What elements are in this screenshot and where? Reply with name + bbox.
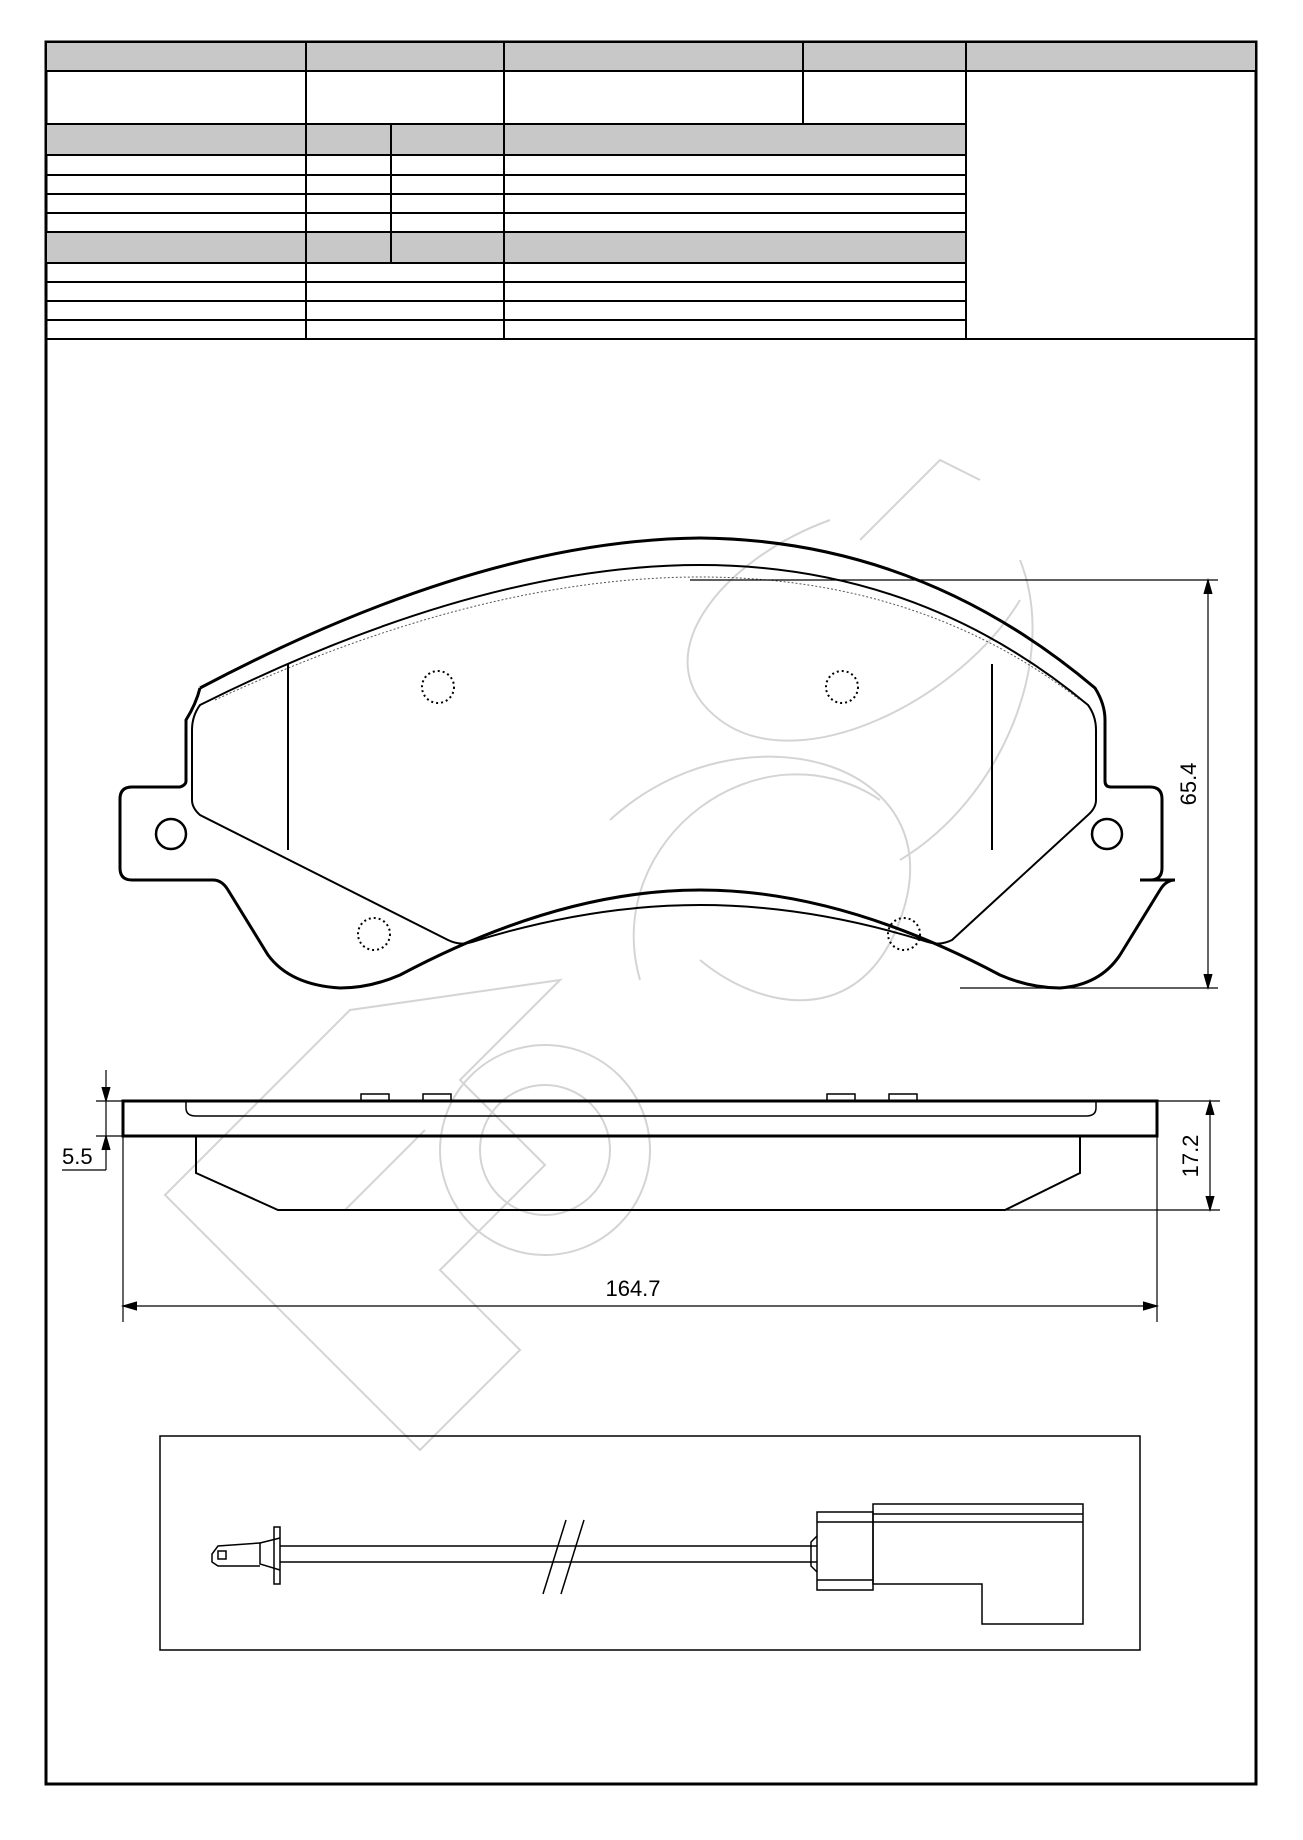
friction-material [191,563,1097,945]
sensor-wire [280,1519,817,1595]
brake-pad-front-view [118,536,1176,990]
brake-pad-side-view [121,1093,1159,1211]
dimension-backplate-label: 5.5 [62,1144,93,1169]
backing-plate-outline [118,687,1176,990]
table-header-row [45,41,1257,72]
mounting-hole-left [154,817,188,851]
title-block-table [45,41,1257,340]
locating-dots [357,670,921,951]
dimension-backplate [62,1070,123,1171]
dimension-height-label: 65.4 [1176,763,1201,806]
sensor-connector [810,1503,1084,1625]
mounting-hole-right [1090,817,1124,851]
dimension-width [120,1136,1160,1322]
table-section-header-2 [45,231,967,264]
dimension-thickness [1005,1098,1220,1213]
dimension-thickness-label: 17.2 [1178,1135,1203,1178]
watermark-logo [163,458,1034,1452]
side-backing-plate [121,1099,1159,1138]
sensor-probe [211,1526,281,1585]
table-section-header-1 [45,123,967,156]
wear-sensor-frame [159,1435,1141,1651]
wear-sensor-panel [159,1435,1141,1651]
dimension-width-label: 164.7 [605,1276,660,1301]
side-friction-block [195,1136,1081,1211]
dimension-height [690,577,1218,991]
